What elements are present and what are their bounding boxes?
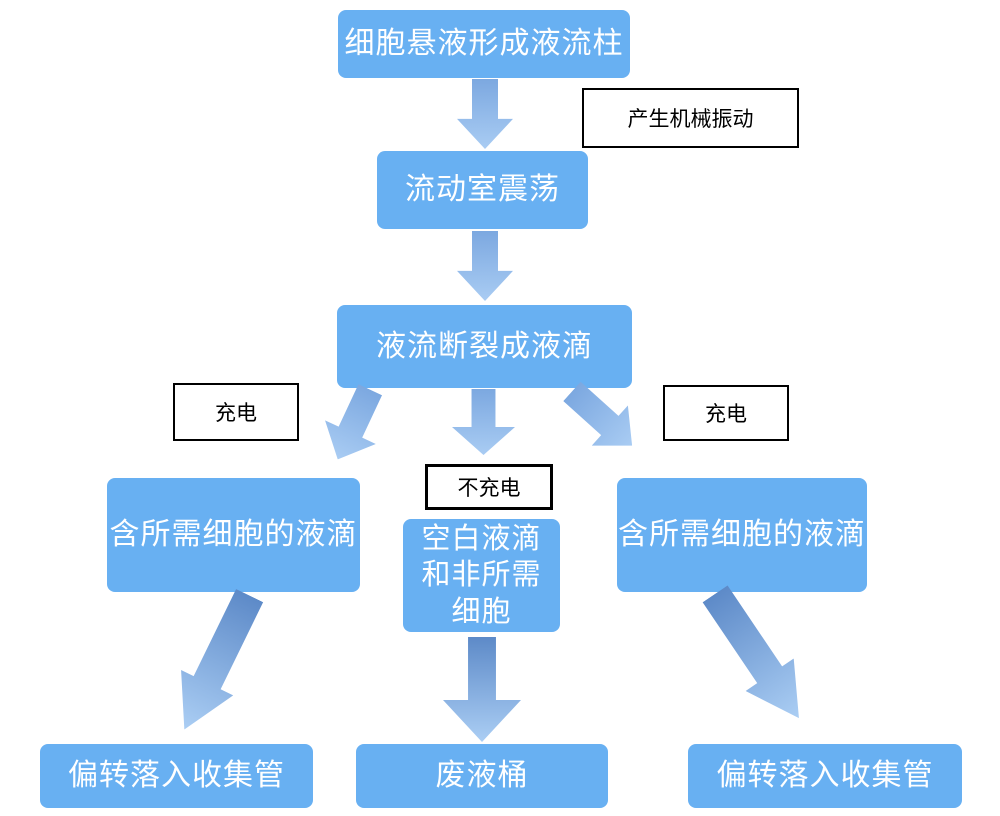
node-blank-droplets-line3: 细胞 xyxy=(451,595,512,628)
node-blank-droplets-line2: 和非所需 xyxy=(421,559,542,592)
label-charge-left: 充电 xyxy=(173,383,299,441)
arrow-down-icon xyxy=(457,79,513,149)
node-stream-breaks: 液流断裂成液滴 xyxy=(337,305,632,388)
arrow-down-left-icon xyxy=(158,583,275,742)
label-mechanical-vibration: 产生机械振动 xyxy=(582,88,799,148)
node-collect-tube-right: 偏转落入收集管 xyxy=(688,744,962,808)
arrow-down-left-icon xyxy=(312,378,395,471)
node-blank-droplets-line1: 空白液滴 xyxy=(421,523,542,556)
arrow-down-icon xyxy=(443,637,521,742)
node-desired-cells-left: 含所需细胞的液滴 xyxy=(107,478,360,592)
label-charge-right: 充电 xyxy=(663,385,789,441)
node-blank-droplets: 空白液滴 和非所需 细胞 xyxy=(403,519,560,632)
label-no-charge: 不充电 xyxy=(425,464,553,510)
node-desired-cells-right: 含所需细胞的液滴 xyxy=(617,478,867,592)
node-collect-tube-left: 偏转落入收集管 xyxy=(40,744,313,808)
node-cell-suspension: 细胞悬液形成液流柱 xyxy=(338,10,630,78)
arrow-down-icon xyxy=(457,231,513,301)
node-waste-bucket: 废液桶 xyxy=(356,744,608,808)
node-flow-chamber: 流动室震荡 xyxy=(377,151,588,229)
arrow-down-right-icon xyxy=(691,578,823,735)
arrow-down-icon xyxy=(452,389,515,455)
